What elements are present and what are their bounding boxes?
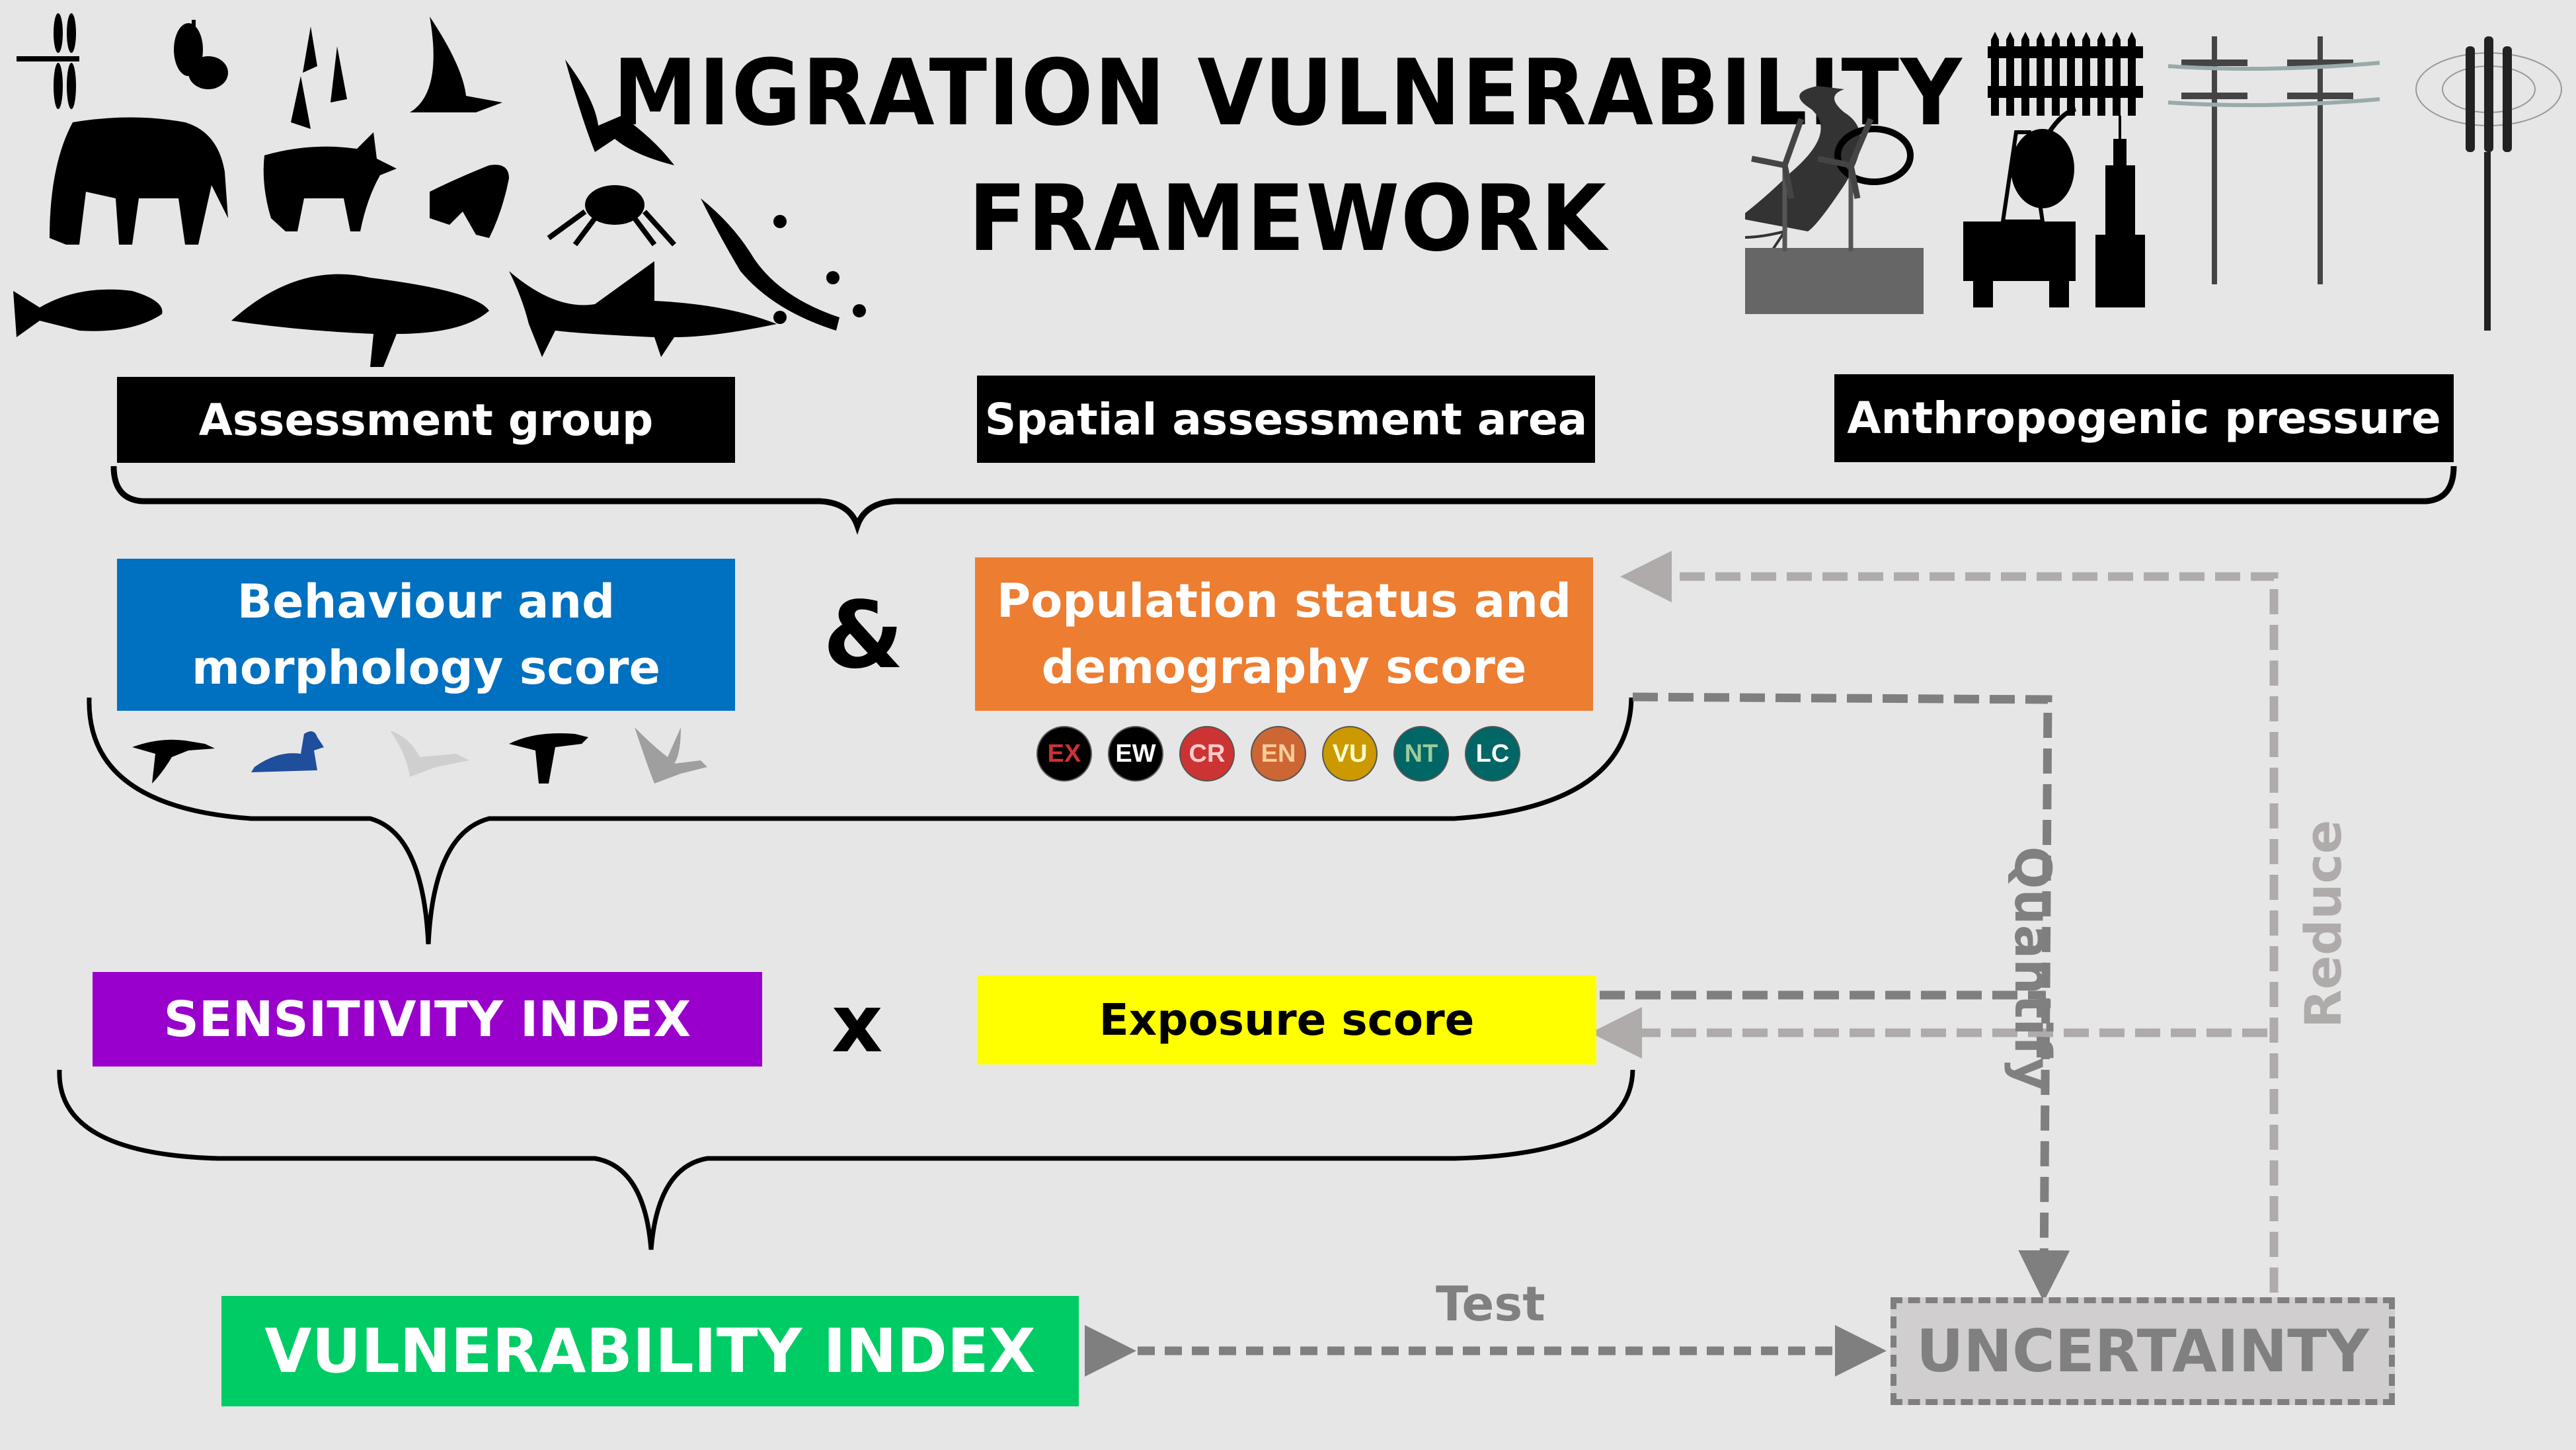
exposure-score-box: Exposure score (977, 975, 1596, 1065)
wolf-icon (263, 132, 397, 231)
road-icon (1745, 86, 1861, 231)
goose-flying-icon (635, 727, 707, 784)
behaviour-score-line-2: morphology score (191, 641, 661, 695)
oil-platform-icon (1963, 130, 2076, 307)
elephant-icon (50, 117, 228, 245)
iucn-badge-cr: CR (1179, 726, 1235, 782)
shark-icon (509, 261, 777, 357)
times-symbol: x (832, 979, 883, 1070)
iucn-badge-nt: NT (1393, 726, 1449, 782)
page-title-line-1: MIGRATION VULNERABILITY (613, 40, 1963, 146)
brace-indices (57, 1069, 1635, 1250)
bomb-icon (2011, 106, 2077, 208)
scoter-flying-icon (509, 733, 588, 784)
seabird-icon (410, 17, 502, 112)
sensitivity-index-box: SENSITIVITY INDEX (93, 972, 762, 1067)
page-title-line-2: FRAMEWORK (968, 165, 1608, 272)
frog-icon (430, 165, 509, 238)
bird-icons (132, 727, 707, 784)
population-score-line-1: Population status and (996, 574, 1572, 628)
wind-farm-icon (1745, 118, 1924, 314)
quantify-label: Quantify (2004, 846, 2062, 1091)
behaviour-score-line-1: Behaviour and (237, 575, 615, 629)
spatial-area-label: Spatial assessment area (977, 376, 1595, 463)
vulnerability-index-box: VULNERABILITY INDEX (221, 1296, 1079, 1406)
power-lines-icon (2167, 36, 2380, 284)
test-label: Test (1436, 1276, 1545, 1332)
and-symbol: & (823, 582, 904, 690)
iucn-badge-en: EN (1251, 726, 1306, 782)
fence-icon (1988, 32, 2143, 116)
whale-icon (231, 274, 489, 367)
salmon-icon (13, 289, 163, 337)
eider-flying-icon (132, 739, 215, 784)
cell-tower-icon (2415, 36, 2562, 331)
population-score-line-2: demography score (1041, 640, 1527, 694)
brace-scores (87, 697, 1634, 945)
animal-icons (13, 13, 866, 367)
anthropogenic-pressure-label: Anthropogenic pressure (1834, 374, 2454, 462)
pressure-icons (1745, 32, 2562, 331)
grebe-swimming-icon (251, 731, 324, 772)
crab-icon (547, 185, 676, 247)
brace-inputs (110, 465, 2457, 535)
trap-icon (1834, 126, 1914, 185)
iucn-badge-vu: VU (1322, 726, 1378, 782)
iucn-badge-ex: EX (1036, 726, 1092, 782)
skyscraper-icon (2095, 116, 2145, 307)
quantify-arrow-line (1632, 692, 2070, 1302)
reduce-label: Reduce (2294, 819, 2353, 1028)
iucn-badge-ew: EW (1108, 726, 1163, 782)
moth-icon (174, 20, 228, 89)
gull-flying-icon (390, 731, 469, 777)
population-score-box: Population status and demography score (975, 557, 1593, 711)
bat-icon (565, 60, 674, 165)
assessment-group-label: Assessment group (117, 377, 735, 463)
reduce-arrow-line-top (1620, 551, 2279, 1293)
uncertainty-box: UNCERTAINTY (1891, 1297, 2395, 1405)
gecko-icon (701, 198, 866, 331)
behaviour-score-box: Behaviour and morphology score (117, 559, 735, 711)
iucn-badge-lc: LC (1465, 726, 1520, 782)
dragonfly-icon (17, 13, 79, 109)
swifts-icon (291, 26, 347, 129)
